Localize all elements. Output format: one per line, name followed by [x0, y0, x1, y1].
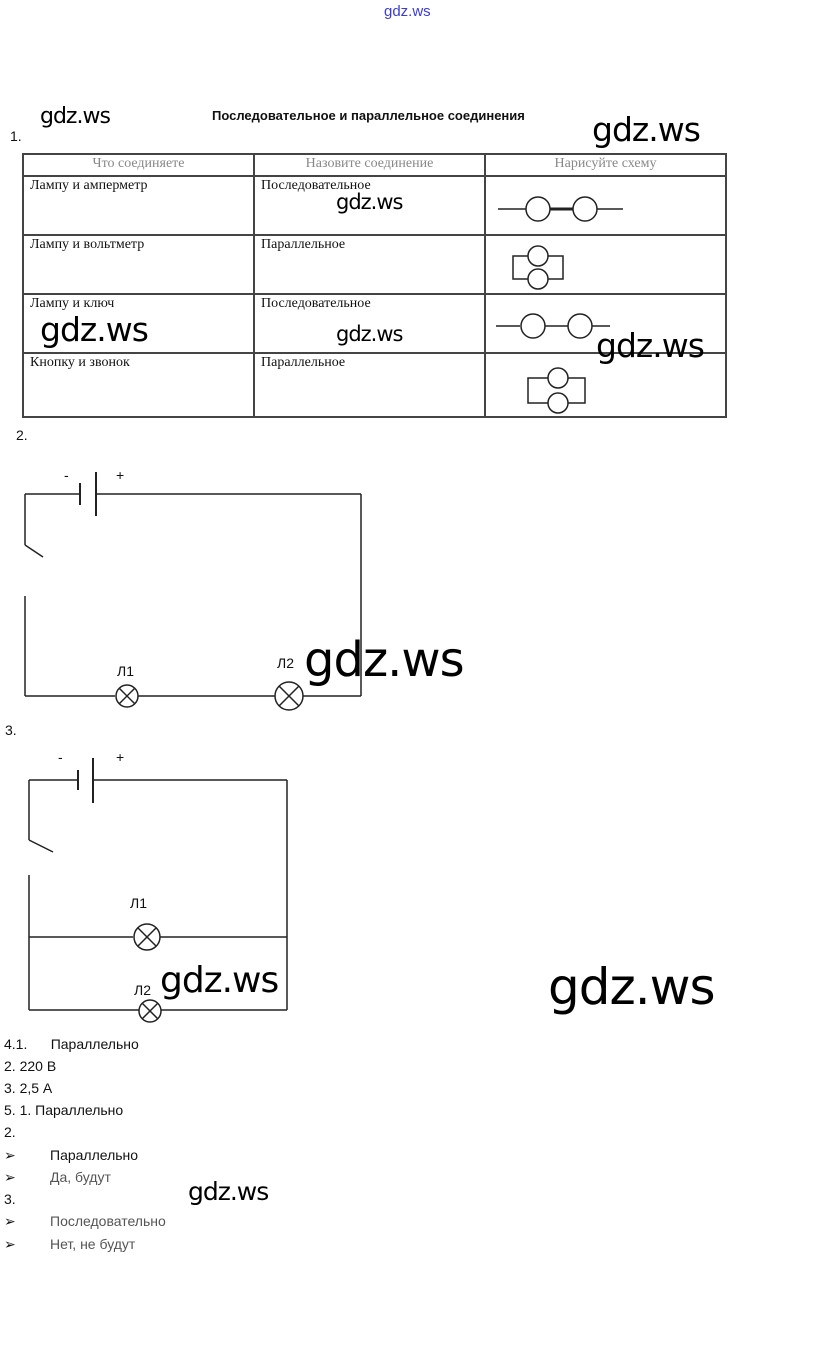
watermark: gdz.ws: [592, 110, 701, 149]
switch: [24, 544, 44, 558]
cell-connection: Последовательное: [253, 293, 486, 354]
watermark: gdz.ws: [304, 632, 465, 688]
watermark: gdz.ws: [336, 190, 403, 214]
connections-table: Что соединяете Назовите соединение Нарис…: [22, 153, 727, 418]
cell-what: Лампу и вольтметр: [22, 234, 255, 295]
answer-line: 2. 220 В: [4, 1058, 57, 1074]
watermark: gdz.ws: [188, 1177, 269, 1206]
answer-line: 5. 1. Параллельно: [4, 1102, 124, 1118]
parallel-scheme-2: [527, 367, 586, 414]
bullet-icon: ➢: [4, 1169, 16, 1185]
lamp2-label: Л2: [134, 982, 151, 998]
answer-line: 4.1. Параллельно: [4, 1036, 139, 1052]
page-title: Последовательное и параллельное соединен…: [212, 108, 525, 123]
watermark: gdz.ws: [160, 960, 279, 1001]
answer-line: 3.: [4, 1191, 16, 1207]
cell-connection: Параллельное: [253, 352, 486, 418]
task2-number: 2.: [16, 427, 28, 443]
answer-line: 2.: [4, 1124, 16, 1140]
cell-what: Кнопку и звонок: [22, 352, 255, 418]
task3-number: 3.: [5, 722, 17, 738]
series-scheme-1: [498, 196, 623, 222]
cell-connection: Параллельное: [253, 234, 486, 295]
column-header: Назовите соединение: [253, 153, 486, 177]
column-header: Нарисуйте схему: [484, 153, 727, 177]
switch: [28, 839, 54, 853]
watermark: gdz.ws: [336, 322, 403, 346]
plus-label: +: [116, 467, 125, 483]
series-scheme-2: [496, 313, 610, 339]
watermark: gdz.ws: [40, 104, 111, 129]
bullet-icon: ➢: [4, 1213, 16, 1229]
minus-label: -: [58, 749, 63, 765]
header-link[interactable]: gdz.ws: [384, 3, 431, 20]
bullet-item: Да, будут: [50, 1169, 111, 1185]
lamp2-label: Л2: [277, 655, 294, 671]
bullet-item: Последовательно: [50, 1213, 166, 1229]
cell-scheme: [484, 175, 727, 236]
cell-scheme: [484, 293, 727, 354]
answer-line: 3. 2,5 А: [4, 1080, 53, 1096]
bullet-item: Нет, не будут: [50, 1236, 136, 1252]
cell-scheme: [484, 234, 727, 295]
watermark: gdz.ws: [596, 326, 705, 365]
watermark: gdz.ws: [548, 958, 716, 1016]
bullet-icon: ➢: [4, 1236, 16, 1252]
parallel-scheme-1: [512, 245, 564, 290]
lamp1-label: Л1: [130, 895, 147, 911]
minus-label: -: [64, 467, 69, 483]
cell-scheme: [484, 352, 727, 418]
cell-what: Лампу и ключ: [22, 293, 255, 354]
series-circuit: [24, 472, 362, 711]
parallel-circuit: [28, 758, 288, 1023]
task1-number: 1.: [10, 128, 22, 144]
column-header: Что соединяете: [22, 153, 255, 177]
bullet-icon: ➢: [4, 1147, 16, 1163]
cell-connection: Последовательное: [253, 175, 486, 236]
table-header: Что соединяете Назовите соединение Нарис…: [22, 153, 727, 177]
watermark: gdz.ws: [40, 310, 149, 349]
lamp1-label: Л1: [117, 663, 134, 679]
bullet-item: Параллельно: [50, 1147, 139, 1163]
plus-label: +: [116, 749, 125, 765]
cell-what: Лампу и амперметр: [22, 175, 255, 236]
